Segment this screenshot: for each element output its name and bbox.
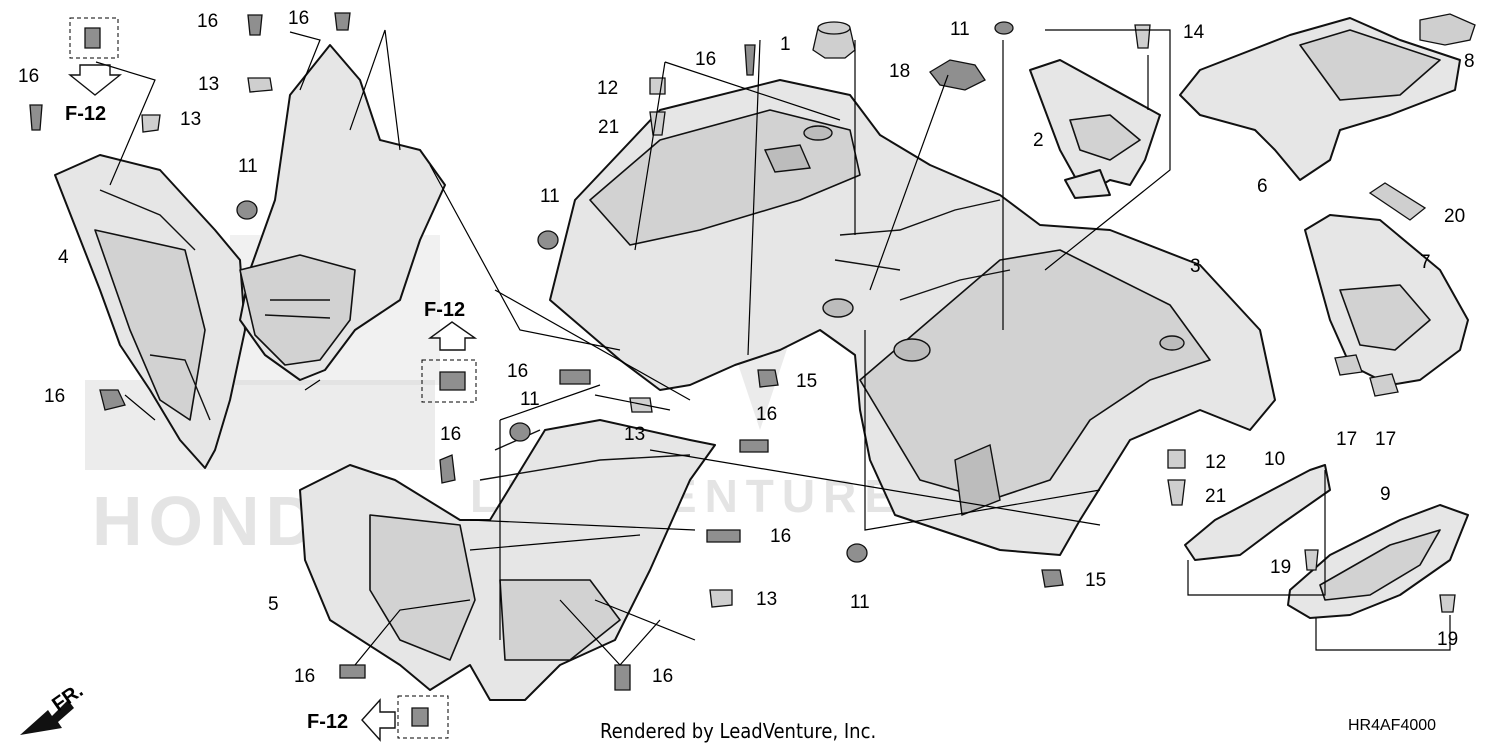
leader-lines <box>95 29 1451 666</box>
part-3-rear-fender <box>549 79 1276 556</box>
part-10-guard <box>1184 464 1331 561</box>
callout-21: 21 <box>1205 486 1226 507</box>
callout-20: 20 <box>1444 206 1465 227</box>
callout-11: 11 <box>950 19 970 40</box>
callout-12: 12 <box>1205 452 1226 473</box>
callout-21: 21 <box>598 117 619 138</box>
part-9-skid-plate <box>1287 504 1469 619</box>
callout-2: 2 <box>1033 130 1044 151</box>
part-6-cover <box>1179 17 1461 181</box>
callout-17: 17 <box>1336 429 1357 450</box>
callout-11: 11 <box>238 156 258 177</box>
callout-16: 16 <box>507 361 528 382</box>
part-20-strap <box>1368 182 1427 221</box>
part-8-clip <box>1419 13 1476 46</box>
callout-16: 16 <box>440 424 461 445</box>
callout-13: 13 <box>198 74 219 95</box>
callout-17: 17 <box>1375 429 1396 450</box>
part-17-pads <box>1334 354 1399 397</box>
callout-11: 11 <box>850 592 870 613</box>
callout-8: 8 <box>1464 51 1475 72</box>
reference-arrows: F-12 F-12 F-12 <box>65 64 478 742</box>
callout-11: 11 <box>540 186 560 207</box>
callout-6: 6 <box>1257 176 1268 197</box>
callout-9: 9 <box>1380 484 1391 505</box>
f12-reference-center: F-12 <box>424 299 465 321</box>
part-18-ring <box>929 59 986 91</box>
callout-numbers: 16 16 16 16 16 16 16 16 16 16 16 13 13 1… <box>18 8 1475 687</box>
f12-reference-top-left: F-12 <box>65 103 106 125</box>
callout-16: 16 <box>695 49 716 70</box>
part-4-front-fender-left <box>54 154 246 469</box>
callout-19: 19 <box>1270 557 1291 578</box>
callout-16: 16 <box>197 11 218 32</box>
callout-16: 16 <box>18 66 39 87</box>
front-direction-marker: FR. <box>20 680 87 735</box>
callout-4: 4 <box>58 247 69 268</box>
callout-7: 7 <box>1420 252 1431 273</box>
callout-16: 16 <box>770 526 791 547</box>
front-arrow-icon <box>20 700 74 735</box>
f12-reference-bottom: F-12 <box>307 711 348 733</box>
f12-arrow-left-icon <box>361 698 396 742</box>
callout-16: 16 <box>756 404 777 425</box>
render-credit: Rendered by LeadVenture, Inc. <box>600 719 876 743</box>
f12-arrow-up-icon <box>427 321 478 351</box>
part-5-front-fender-right <box>299 419 716 701</box>
callout-18: 18 <box>889 61 910 82</box>
part-11-grommets <box>236 21 1014 563</box>
part-2-bracket <box>1029 59 1161 199</box>
part-7-tray <box>1304 214 1469 386</box>
callout-10: 10 <box>1264 449 1285 470</box>
callout-13: 13 <box>756 589 777 610</box>
callout-16: 16 <box>288 8 309 29</box>
callout-5: 5 <box>268 594 279 615</box>
callout-13: 13 <box>180 109 201 130</box>
part-1-cap <box>812 21 856 59</box>
callout-19: 19 <box>1437 629 1458 650</box>
callout-3: 3 <box>1190 256 1201 277</box>
front-label: FR. <box>48 680 87 717</box>
callout-15: 15 <box>1085 570 1106 591</box>
callout-14: 14 <box>1183 22 1205 43</box>
callout-16: 16 <box>44 386 65 407</box>
callout-1: 1 <box>780 34 791 55</box>
callout-12: 12 <box>597 78 618 99</box>
callout-16: 16 <box>652 666 673 687</box>
callout-15: 15 <box>796 371 817 392</box>
f12-arrow-down-icon <box>68 64 122 96</box>
diagram-code: HR4AF4000 <box>1348 717 1436 734</box>
part-left-footwell <box>239 44 446 381</box>
callout-13: 13 <box>624 424 645 445</box>
callout-16: 16 <box>294 666 315 687</box>
callout-11: 11 <box>520 389 540 410</box>
